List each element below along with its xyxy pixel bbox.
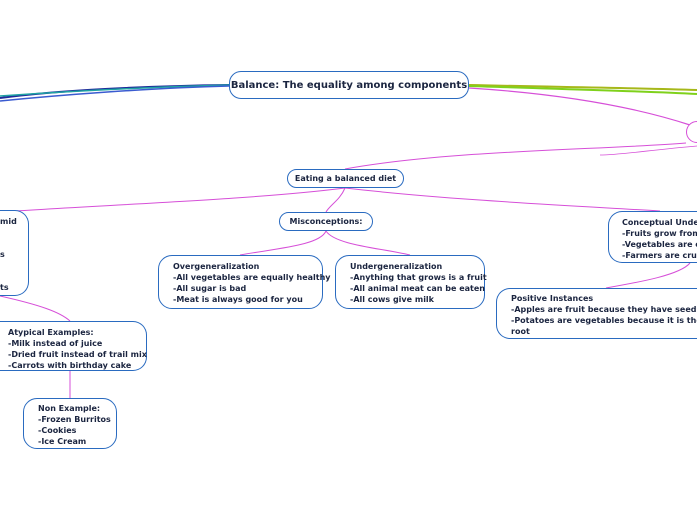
non-example-node[interactable]: Non Example: -Frozen Burritos -Cookies -…: [23, 398, 117, 449]
positive-line: -Potatoes are vegetables because it is t…: [511, 316, 697, 325]
nonexample-line: -Frozen Burritos: [38, 415, 111, 424]
undergeneralization-node[interactable]: Undergeneralization -Anything that grows…: [335, 255, 487, 309]
left-fragment: mid: [0, 217, 17, 226]
overgeneralization-line: -All sugar is bad: [173, 284, 247, 293]
positive-line: root: [511, 327, 530, 336]
diet-node[interactable]: Eating a balanced diet: [287, 169, 404, 188]
link-diet-left: [0, 187, 346, 213]
misconceptions-node[interactable]: Misconceptions:: [279, 212, 373, 231]
conceptual-line: -Farmers are crucia: [622, 251, 697, 260]
atypical-line: -Dried fruit instead of trail mix: [8, 350, 147, 359]
link-to-diet: [344, 142, 687, 170]
root-link-green: [468, 85, 697, 95]
nonexample-line: -Ice Cream: [38, 437, 87, 446]
atypical-examples-node[interactable]: Atypical Examples: -Milk instead of juic…: [0, 321, 147, 371]
link-misc-under: [325, 230, 411, 256]
left-partial-node[interactable]: [0, 210, 29, 296]
root-link-blue: [0, 85, 230, 102]
link-misc-over: [239, 230, 327, 256]
misconceptions-label: Misconceptions:: [289, 217, 363, 226]
atypical-line: -Carrots with birthday cake: [8, 361, 132, 370]
overgeneralization-line: -Meat is always good for you: [173, 295, 303, 304]
diet-label: Eating a balanced diet: [294, 174, 397, 183]
undergeneralization-line: -All cows give milk: [350, 295, 434, 304]
root-node[interactable]: Balance: The equality among components: [229, 71, 469, 99]
link-diet-concept: [344, 187, 661, 212]
conceptual-title: Conceptual Unders: [622, 218, 697, 227]
nonexample-line: -Cookies: [38, 426, 77, 435]
link-right-down: [599, 145, 697, 156]
left-fragment: ts: [0, 283, 9, 292]
link-concept-positive: [605, 262, 691, 289]
root-label: Balance: The equality among components: [230, 79, 468, 91]
link-diet-misc: [325, 187, 346, 213]
root-link-teal: [0, 84, 230, 97]
positive-title: Positive Instances: [511, 294, 594, 303]
overgeneralization-node[interactable]: Overgeneralization -All vegetables are e…: [158, 255, 331, 309]
root-link-olive: [468, 84, 697, 91]
conceptual-line: -Fruits grow from f: [622, 229, 697, 238]
positive-line: -Apples are fruit because they have seed…: [511, 305, 697, 314]
nonexample-title: Non Example:: [38, 404, 101, 413]
atypical-title: Atypical Examples:: [8, 328, 94, 337]
undergeneralization-title: Undergeneralization: [350, 262, 443, 271]
undergeneralization-line: -All animal meat can be eaten: [350, 284, 485, 293]
left-fragment: s: [0, 250, 5, 259]
atypical-line: -Milk instead of juice: [8, 339, 103, 348]
link-left-atypical: [0, 295, 71, 322]
conceptual-node[interactable]: Conceptual Unders -Fruits grow from f -V…: [608, 211, 697, 263]
overgeneralization-title: Overgeneralization: [173, 262, 260, 271]
root-link-magenta-right: [468, 87, 691, 126]
positive-instances-node[interactable]: Positive Instances -Apples are fruit bec…: [496, 288, 697, 339]
overgeneralization-line: -All vegetables are equally healthy: [173, 273, 331, 282]
undergeneralization-line: -Anything that grows is a fruit: [350, 273, 487, 282]
conceptual-line: -Vegetables are ot: [622, 240, 697, 249]
